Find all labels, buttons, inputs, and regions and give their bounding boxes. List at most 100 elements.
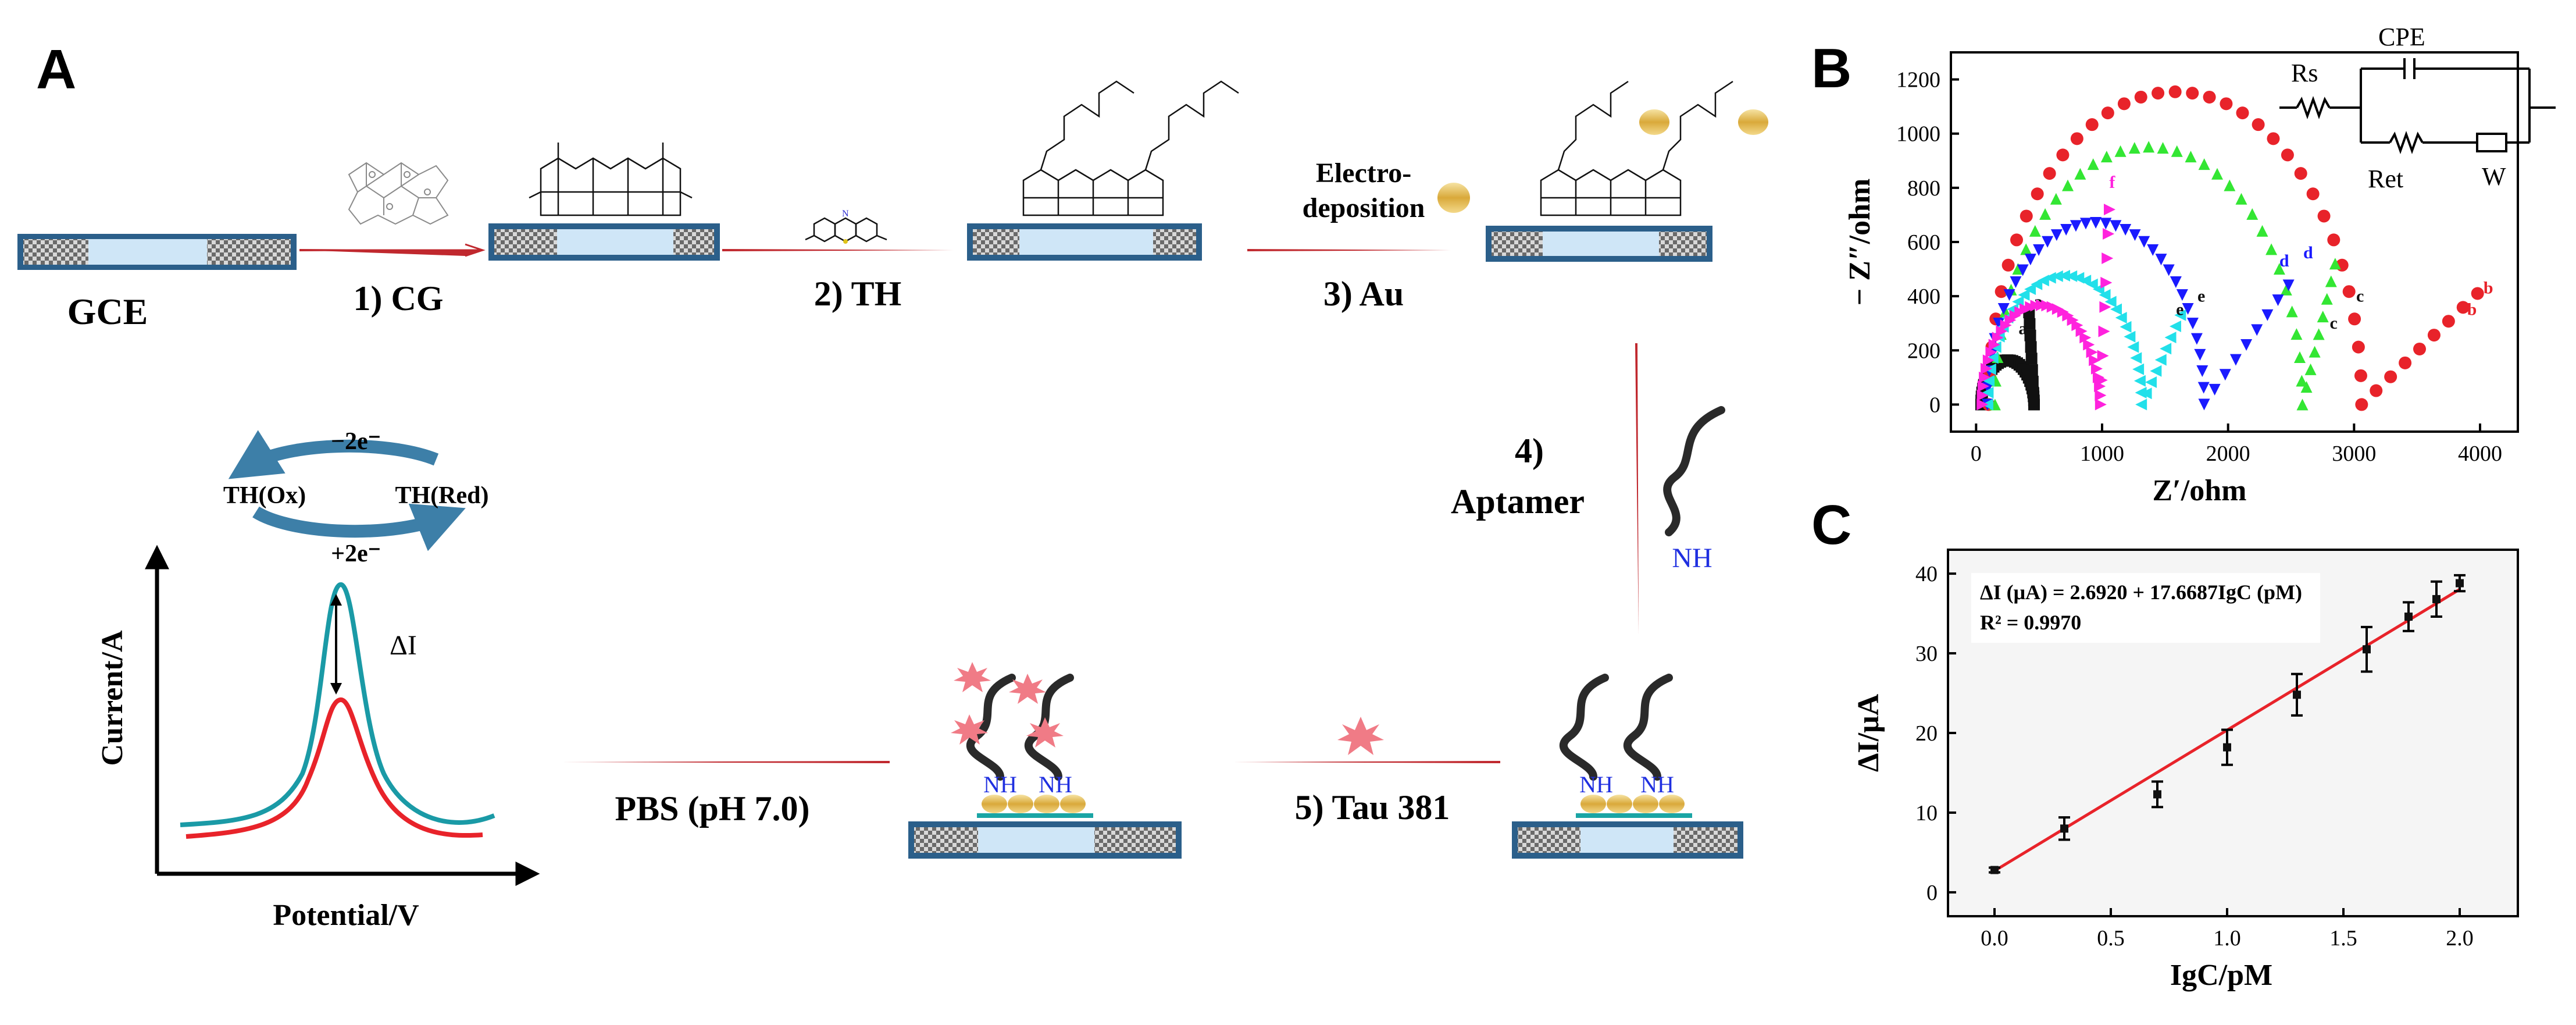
- data-point: [2070, 220, 2082, 232]
- series-label-e: e: [2176, 300, 2183, 319]
- data-point: [2203, 90, 2216, 104]
- data-point: [2100, 276, 2113, 289]
- data-point: [2100, 151, 2113, 163]
- minus-2e-label: −2e⁻: [331, 428, 381, 455]
- data-point: [2043, 167, 2056, 180]
- data-point: [2000, 319, 2012, 332]
- electrode-au: [1486, 226, 1712, 262]
- data-point: [1992, 332, 2004, 344]
- data-point: [2042, 236, 2054, 248]
- data-point: [2070, 132, 2083, 145]
- nh-label-1: NH: [1579, 771, 1613, 798]
- data-point: [2124, 330, 2136, 343]
- data-point: [2169, 320, 2181, 332]
- data-point: [2355, 398, 2368, 411]
- gold-nanoparticle-icon: [1437, 183, 1470, 213]
- red-curve: [185, 697, 483, 839]
- series-label-e: e: [2197, 286, 2205, 305]
- data-point: [1988, 339, 2000, 351]
- arrow-step-3: [1247, 249, 1451, 251]
- y-tick-label: 20: [1915, 721, 1938, 746]
- nh-label-2: NH: [1640, 771, 1674, 798]
- y-axis-label: − Z″/ohm: [1843, 179, 1876, 306]
- data-point: [2286, 305, 2298, 318]
- data-point: [2256, 225, 2268, 237]
- data-point: [2197, 382, 2210, 394]
- data-point: [2208, 383, 2221, 396]
- data-point: [2135, 398, 2147, 411]
- data-point: [2282, 279, 2295, 291]
- data-point: [2071, 319, 2083, 332]
- data-point: [2024, 283, 2036, 296]
- data-point: [2062, 179, 2074, 191]
- data-point: [1999, 305, 2011, 318]
- data-point: [2058, 269, 2070, 282]
- step-1-label: 1) CG: [354, 279, 444, 318]
- data-point: [1996, 325, 2008, 337]
- data-point: [2018, 289, 2030, 301]
- data-point: [2327, 233, 2340, 247]
- panel-label-b: B: [1811, 37, 1851, 99]
- data-point: [2090, 217, 2102, 229]
- nh-label-4: NH: [1039, 771, 1072, 798]
- y-tick-label: 10: [1915, 801, 1938, 825]
- data-point: [2010, 276, 2022, 288]
- data-point: [1985, 346, 1997, 358]
- y-tick-label: 400: [1907, 284, 1940, 309]
- y-tick-label: 0: [1929, 393, 1940, 417]
- x-tick-label: 0: [1971, 442, 1982, 466]
- data-point: [2413, 342, 2426, 355]
- x-tick-label: 0.0: [1981, 926, 2008, 951]
- arrow-step-2: [722, 249, 954, 251]
- data-point: [2090, 362, 2103, 375]
- y-tick-label: 0: [1926, 881, 1938, 905]
- graphene-icon: [348, 162, 449, 225]
- series-label-b: b: [2467, 300, 2477, 319]
- data-point: [2171, 145, 2183, 157]
- data-point: [2229, 354, 2242, 366]
- data-point: [2185, 151, 2197, 163]
- data-point: [2246, 208, 2259, 220]
- data-point: [2024, 254, 2036, 266]
- data-point: [2198, 158, 2210, 170]
- series-label-b: b: [2484, 278, 2493, 297]
- data-point: [2168, 85, 2182, 98]
- arrow-step-6: [561, 761, 890, 763]
- data-point: [2456, 579, 2464, 588]
- data-point: [2020, 243, 2032, 255]
- data-point: [2140, 387, 2152, 400]
- data-point: [2240, 339, 2253, 351]
- data-point: [2186, 318, 2199, 330]
- electro-label-1: Electro-: [1316, 158, 1411, 188]
- data-point: [2095, 398, 2107, 411]
- y-tick-label: 600: [1907, 230, 1940, 255]
- data-point: [2236, 106, 2249, 120]
- data-point: [2127, 341, 2139, 353]
- data-point: [2104, 296, 2117, 308]
- data-point: [2164, 332, 2177, 344]
- step-4-label-1: 4): [1515, 432, 1544, 470]
- data-point: [2309, 346, 2321, 358]
- data-point: [2003, 289, 2015, 301]
- data-point: [2348, 312, 2361, 326]
- x-tick-label: 0.5: [2097, 926, 2125, 951]
- x-tick-label: 3000: [2332, 442, 2376, 466]
- data-point: [2265, 243, 2278, 255]
- x-tick-label: 1000: [2080, 442, 2124, 466]
- x-axis-label: IgC/pM: [2170, 959, 2272, 992]
- data-point: [2133, 375, 2146, 387]
- data-point: [2300, 381, 2313, 393]
- electrode-tau: [908, 795, 1182, 859]
- data-point: [2031, 187, 2044, 201]
- data-point: [2033, 244, 2045, 256]
- th-graphene-structure-icon: [1022, 80, 1239, 216]
- data-point: [2399, 356, 2412, 369]
- circuit-w-label: W: [2482, 162, 2506, 191]
- data-point: [2342, 285, 2356, 298]
- data-point: [1979, 371, 1991, 383]
- bound-tau-icons: [951, 662, 1064, 748]
- data-point: [2050, 193, 2062, 205]
- data-point: [2117, 97, 2131, 111]
- data-point: [2085, 118, 2099, 131]
